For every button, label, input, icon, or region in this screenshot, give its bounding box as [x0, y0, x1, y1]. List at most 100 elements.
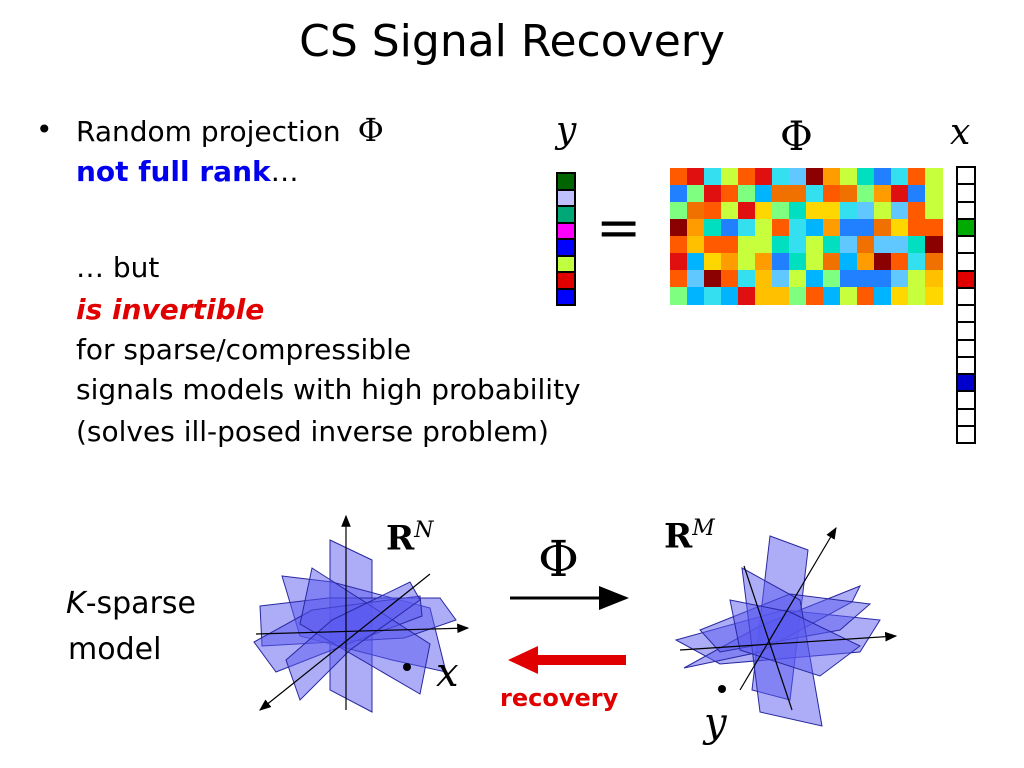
phi-matrix-cell — [857, 287, 875, 305]
phi-matrix-cell — [908, 185, 926, 203]
phi-matrix-cell — [738, 202, 756, 220]
phi-matrix-cell — [857, 236, 875, 254]
phi-matrix-cell — [925, 219, 943, 237]
phi-matrix-cell — [789, 270, 807, 288]
phi-matrix-cell — [738, 287, 756, 305]
phi-matrix-cell — [874, 253, 892, 271]
phi-matrix-cell — [891, 168, 909, 186]
phi-matrix-cell — [891, 287, 909, 305]
phi-matrix-cell — [840, 270, 858, 288]
phi-matrix-cell — [925, 236, 943, 254]
phi-matrix-cell — [738, 236, 756, 254]
phi-matrix-cell — [840, 219, 858, 237]
x-vector-cell — [956, 424, 976, 444]
phi-matrix-cell — [874, 185, 892, 203]
phi-matrix-cell — [823, 253, 841, 271]
rn-label: RN — [386, 518, 434, 558]
sparse-compressible-text: for sparse/compressible — [76, 333, 412, 366]
not-full-rank-text: not full rank — [76, 155, 271, 188]
phi-matrix-cell — [755, 253, 773, 271]
phi-matrix-cell — [755, 168, 773, 186]
phi-matrix-cell — [721, 270, 739, 288]
phi-matrix-cell — [721, 236, 739, 254]
phi-matrix-cell — [908, 168, 926, 186]
phi-matrix-cell — [670, 253, 688, 271]
phi-matrix-cell — [772, 168, 790, 186]
phi-matrix-cell — [908, 270, 926, 288]
slide-title: CS Signal Recovery — [299, 16, 725, 67]
phi-matrix-cell — [925, 253, 943, 271]
x-point-label: x — [436, 650, 459, 696]
phi-matrix-cell — [789, 202, 807, 220]
phi-matrix-cell — [925, 168, 943, 186]
phi-matrix-cell — [738, 168, 756, 186]
phi-matrix-cell — [704, 287, 722, 305]
phi-matrix-cell — [687, 219, 705, 237]
phi-matrix-cell — [840, 185, 858, 203]
phi-matrix-cell — [823, 287, 841, 305]
phi-matrix-cell — [738, 253, 756, 271]
phi-matrix-cell — [908, 236, 926, 254]
phi-matrix-cell — [721, 287, 739, 305]
rn-axis-diagonal — [259, 573, 431, 711]
phi-matrix-cell — [772, 253, 790, 271]
phi-matrix-cell — [874, 168, 892, 186]
random-projection-text: Random projection — [76, 115, 341, 148]
phi-matrix-cell — [823, 202, 841, 220]
rm-base: R — [664, 516, 693, 557]
phi-matrix-cell — [772, 287, 790, 305]
phi-matrix-cell — [908, 219, 926, 237]
phi-matrix-cell — [772, 219, 790, 237]
phi-matrix-cell — [925, 202, 943, 220]
phi-matrix-cell — [874, 202, 892, 220]
phi-matrix-cell — [670, 287, 688, 305]
k-sparse-label: K-sparse — [66, 586, 196, 621]
phi-matrix-cell — [670, 168, 688, 186]
phi-matrix-cell — [670, 236, 688, 254]
rn-subspaces-illustration — [253, 539, 457, 713]
phi-matrix-cell — [857, 253, 875, 271]
rm-axis-vertical — [743, 565, 793, 711]
phi-matrix-cell — [789, 236, 807, 254]
model-label: model — [68, 632, 162, 667]
phi-matrix-cell — [823, 185, 841, 203]
phi-matrix-cell — [891, 202, 909, 220]
phi-matrix-cell — [874, 287, 892, 305]
phi-matrix-cell — [704, 253, 722, 271]
phi-matrix-cell — [738, 185, 756, 203]
phi-matrix-cell — [772, 185, 790, 203]
phi-matrix-cell — [755, 219, 773, 237]
phi-matrix-cell — [670, 219, 688, 237]
phi-matrix-cell — [704, 236, 722, 254]
phi-matrix-cell — [806, 287, 824, 305]
phi-matrix-cell — [840, 168, 858, 186]
x-vector — [956, 166, 976, 444]
phi-matrix-cell — [891, 219, 909, 237]
phi-matrix-cell — [806, 202, 824, 220]
phi-matrix-cell — [908, 287, 926, 305]
phi-matrix-cell — [840, 253, 858, 271]
phi-matrix-cell — [806, 185, 824, 203]
rm-subspaces-illustration — [674, 535, 881, 727]
phi-matrix-cell — [806, 270, 824, 288]
phi-matrix-cell — [857, 168, 875, 186]
phi-matrix-cell — [840, 236, 858, 254]
phi-matrix-cell — [891, 236, 909, 254]
phi-matrix-cell — [772, 236, 790, 254]
phi-matrix-cell — [687, 236, 705, 254]
phi-matrix-cell — [687, 185, 705, 203]
phi-matrix-cell — [670, 270, 688, 288]
phi-matrix-cell — [772, 270, 790, 288]
phi-matrix-cell — [738, 219, 756, 237]
phi-matrix-cell — [687, 202, 705, 220]
phi-matrix-cell — [789, 253, 807, 271]
phi-matrix-cell — [789, 185, 807, 203]
phi-matrix-cell — [857, 270, 875, 288]
bullet-line-2: not full rank… — [76, 152, 299, 192]
phi-matrix-cell — [772, 202, 790, 220]
rm-axis-horizontal — [679, 631, 898, 651]
rn-base: R — [386, 518, 415, 559]
phi-matrix-cell — [908, 202, 926, 220]
phi-matrix-cell — [704, 185, 722, 203]
